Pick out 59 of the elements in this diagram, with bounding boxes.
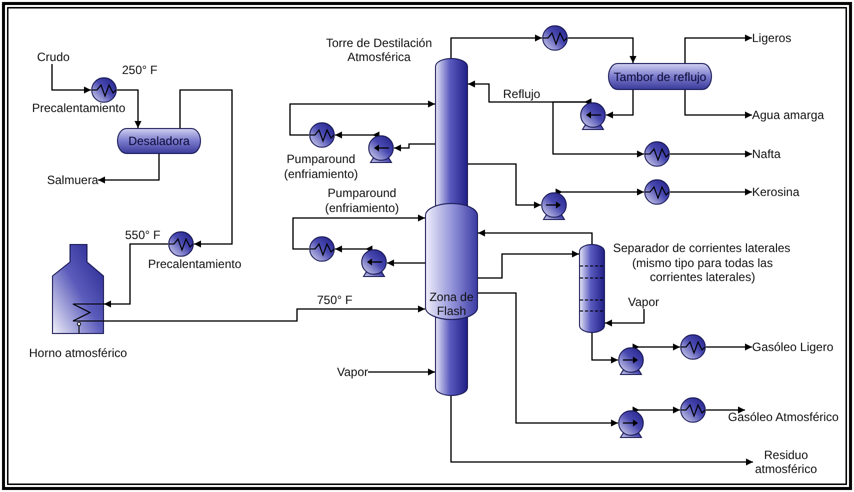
edge-label: 750° F (317, 293, 352, 307)
annotation-label: Pumparound (enfriamiento) (282, 152, 360, 182)
flow-arrow (387, 260, 425, 266)
equipment-label: Torre de Destilación Atmosférica (324, 36, 434, 64)
flow-arrow (632, 406, 680, 414)
flow-arrow (450, 396, 753, 466)
flow-arrow (684, 34, 752, 63)
flow-arrow (706, 344, 752, 350)
flow-arrow (51, 64, 91, 94)
flow-arrow (450, 34, 542, 58)
equipment-label: Separador de corrientes laterales (613, 241, 790, 255)
flow-arrow (368, 368, 435, 376)
stream-label: Vapor (628, 295, 660, 309)
flow-arrow (632, 344, 680, 350)
equipment-label: Tambor de reflujo (614, 70, 706, 84)
flow-arrow (394, 143, 435, 152)
flow-arrow (104, 243, 168, 308)
stream-label: Salmuera (47, 173, 98, 187)
flow-arrow (670, 188, 752, 196)
flow-arrow (478, 230, 593, 244)
equipment-label: (mismo tipo para todas las corrientes laterales) (631, 256, 774, 284)
annotation-label: Pumparound (enfriamiento) (324, 186, 400, 216)
equipment-label: Zona de Flash (428, 290, 475, 318)
flow-arrow (591, 333, 618, 364)
flow-arrow (335, 132, 380, 138)
flow-arrow (289, 100, 435, 136)
flow-arrow (98, 154, 160, 184)
flow-arrow (104, 306, 425, 322)
flow-arrow (684, 90, 752, 118)
edge-label: 250° F (122, 63, 158, 77)
flow-arrow (568, 37, 636, 63)
stream-label: Crudo (37, 50, 70, 64)
stream-label: Residuo atmosférico (753, 448, 819, 476)
stream-label: Gasóleo Ligero (752, 340, 834, 354)
stream-label: Vapor (337, 365, 368, 379)
equipment-label: Desaladora (128, 134, 190, 148)
stream-label: Agua amarga (752, 108, 824, 122)
flow-arrow (468, 163, 541, 208)
flow-arrow (706, 406, 745, 414)
flow-arrow (335, 246, 372, 252)
equipment-label: Horno atmosférico (29, 346, 128, 360)
flow-arrow (117, 89, 142, 128)
stream-label: Gasóleo Atmosférico (728, 410, 839, 424)
stream-label: Ligeros (752, 31, 792, 45)
flow-arrow (556, 188, 644, 196)
flow-arrow (605, 309, 645, 326)
flow-arrow (552, 98, 644, 158)
flow-arrow (606, 90, 634, 118)
flow-arrow (670, 150, 752, 158)
equipment-label: Precalentamiento (32, 101, 126, 115)
stream-label: Nafta (752, 147, 781, 161)
edge-label: Reflujo (503, 87, 540, 101)
edge-label: 550° F (125, 228, 160, 242)
flow-arrow (292, 214, 425, 250)
flow-arrow (478, 250, 579, 279)
equipment-label: Precalentamiento (148, 257, 242, 271)
flow-arrow (179, 89, 233, 248)
flow-arrow (478, 292, 618, 426)
stream-label: Kerosina (752, 185, 800, 199)
